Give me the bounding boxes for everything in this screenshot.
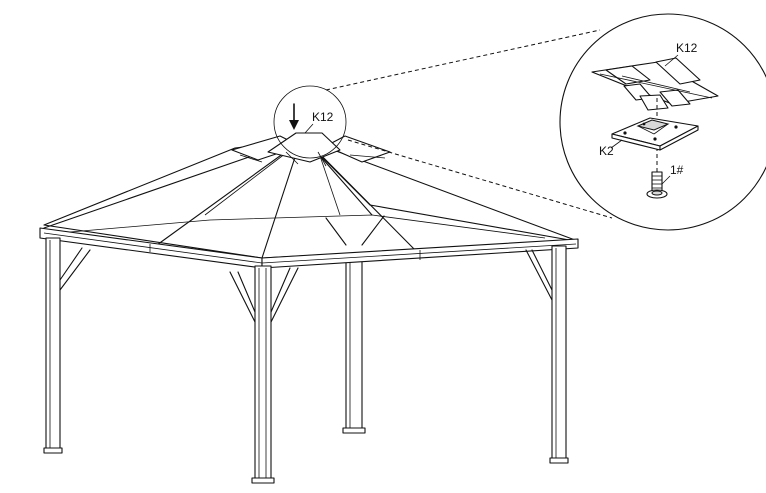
top-cap-label: K12 [312, 110, 334, 124]
gazebo-frame [40, 133, 578, 483]
detail-cap-label: K12 [676, 41, 698, 55]
bolt-label: 1# [670, 163, 684, 177]
down-arrow-icon [289, 104, 299, 130]
right-post [526, 246, 568, 463]
projection-line-top [326, 30, 600, 90]
left-post [44, 238, 90, 453]
front-post [230, 266, 298, 483]
bracket-label: K2 [599, 144, 614, 158]
detail-view: K12 K2 1# [560, 14, 766, 230]
